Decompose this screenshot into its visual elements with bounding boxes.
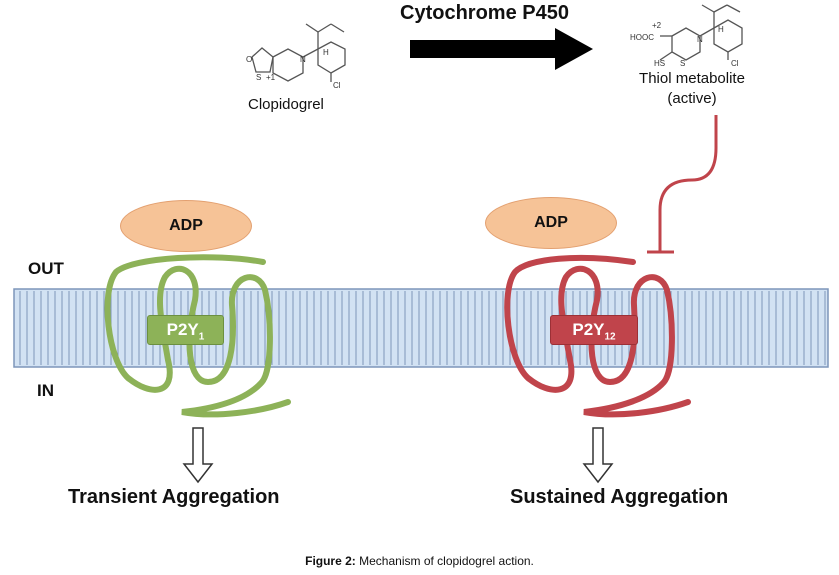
membrane-outside-label: OUT <box>28 259 64 278</box>
down-arrow-transient <box>182 427 214 484</box>
svg-text:S: S <box>256 73 261 82</box>
transient-aggregation-label: Transient Aggregation <box>68 486 280 508</box>
enzyme-label: Cytochrome P450 <box>400 2 569 24</box>
svg-text:HS: HS <box>654 59 665 68</box>
prodrug-name: Clopidogrel <box>248 96 324 113</box>
svg-text:H: H <box>718 25 724 34</box>
svg-text:N: N <box>697 35 703 44</box>
clopidogrel-structure <box>251 23 346 82</box>
p2y1-subscript: 1 <box>198 331 205 343</box>
p2y1-receptor-helices <box>104 254 291 418</box>
figure-caption: Figure 2: Mechanism of clopidogrel actio… <box>0 554 839 568</box>
svg-text:O: O <box>246 55 252 64</box>
metabolite-label: Thiol metabolite (active) <box>612 69 772 109</box>
p2y12-receptor-helices <box>504 254 691 418</box>
adp-ligand-right: ADP <box>485 197 617 249</box>
svg-text:+1: +1 <box>266 73 276 82</box>
p2y1-receptor-label: P2Y1 <box>147 315 224 345</box>
p2y1-name: P2Y <box>166 320 199 339</box>
p2y12-subscript: 12 <box>604 331 616 343</box>
membrane-inside-label: IN <box>37 381 54 400</box>
svg-text:H: H <box>323 48 329 57</box>
metabolite-name: Thiol metabolite <box>639 70 745 87</box>
thiol-metabolite-atoms: HOOC +2 HS S N H Cl <box>630 21 739 68</box>
p2y12-receptor-label: P2Y12 <box>550 315 638 345</box>
clopidogrel-atoms: O S +1 N H Cl <box>246 48 341 90</box>
adp-ligand-left: ADP <box>120 200 252 252</box>
cell-membrane <box>13 288 829 368</box>
caption-label: Figure 2: <box>305 554 356 568</box>
svg-text:+2: +2 <box>652 21 662 30</box>
metabolite-state: (active) <box>667 90 717 107</box>
conversion-arrow <box>410 28 593 70</box>
p2y12-name: P2Y <box>572 320 605 339</box>
thiol-metabolite-structure <box>659 4 743 61</box>
svg-text:Cl: Cl <box>731 59 739 68</box>
svg-text:Cl: Cl <box>333 81 341 90</box>
caption-text: Mechanism of clopidogrel action. <box>359 554 534 568</box>
svg-text:N: N <box>300 55 306 64</box>
inhibition-line <box>647 115 718 254</box>
svg-text:S: S <box>680 59 685 68</box>
svg-text:HOOC: HOOC <box>630 33 654 42</box>
down-arrow-sustained <box>582 427 614 484</box>
sustained-aggregation-label: Sustained Aggregation <box>510 486 729 508</box>
